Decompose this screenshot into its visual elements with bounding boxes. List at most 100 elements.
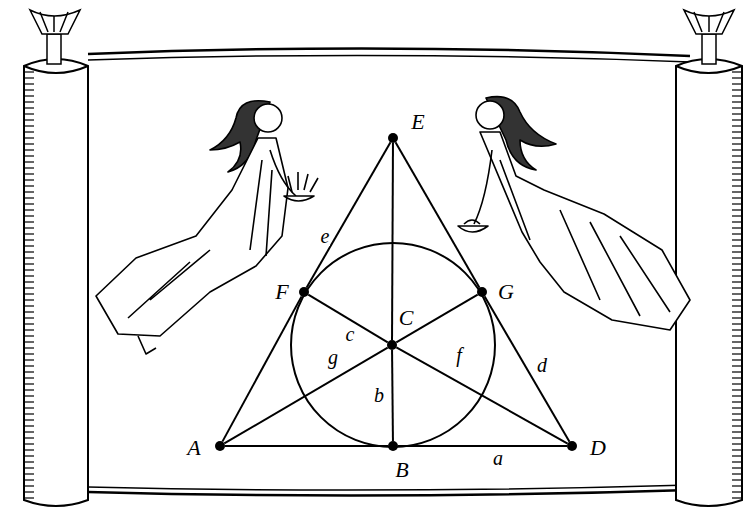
hatch-line	[24, 77, 34, 78]
hatch-line	[732, 497, 742, 498]
hatch-line	[732, 209, 742, 210]
hatch-line	[24, 263, 34, 264]
hatch-line	[732, 245, 742, 246]
point-label: B	[395, 459, 408, 481]
hatch-line	[24, 371, 34, 372]
hatch-line	[732, 131, 742, 132]
hatch-line	[24, 215, 34, 216]
hatch-line	[24, 419, 34, 420]
hatch-line	[732, 365, 742, 366]
hatch-line	[24, 407, 34, 408]
hatch-line	[732, 101, 742, 102]
hatch-line	[732, 275, 742, 276]
hatch-line	[732, 377, 742, 378]
hatch-line	[732, 389, 742, 390]
hatch-line	[24, 275, 34, 276]
hatch-line	[24, 269, 34, 270]
hatch-line	[732, 119, 742, 120]
hatch-line	[24, 197, 34, 198]
hatch-line	[732, 125, 742, 126]
hatch-line	[732, 191, 742, 192]
hatch-line	[732, 491, 742, 492]
hatch-line	[732, 425, 742, 426]
hatch-line	[24, 245, 34, 246]
hatch-line	[24, 257, 34, 258]
hatch-line	[24, 395, 34, 396]
hatch-line	[732, 227, 742, 228]
hatch-line	[732, 311, 742, 312]
hatch-line	[732, 155, 742, 156]
hatch-line	[24, 383, 34, 384]
hatch-line	[732, 329, 742, 330]
hatch-line	[732, 485, 742, 486]
hatch-line	[24, 425, 34, 426]
hatch-line	[732, 479, 742, 480]
hatch-line	[732, 107, 742, 108]
hatch-line	[24, 71, 34, 72]
point-dot	[477, 287, 487, 297]
line-label: g	[327, 347, 339, 367]
hatch-line	[24, 341, 34, 342]
hatch-line	[24, 479, 34, 480]
incidence-line	[391, 350, 394, 441]
hatch-line	[732, 137, 742, 138]
hatch-line	[24, 119, 34, 120]
hatch-line	[732, 359, 742, 360]
hatch-line	[24, 323, 34, 324]
hatch-line	[732, 305, 742, 306]
hatch-line	[24, 299, 34, 300]
hatch-line	[732, 77, 742, 78]
hatch-line	[24, 449, 34, 450]
hatch-line	[24, 251, 34, 252]
point-dot	[567, 441, 577, 451]
hatch-line	[732, 413, 742, 414]
hatch-line	[24, 113, 34, 114]
hatch-line	[24, 311, 34, 312]
hatch-line	[24, 173, 34, 174]
hatch-line	[732, 149, 742, 150]
hatch-line	[732, 215, 742, 216]
hatch-line	[24, 203, 34, 204]
hatch-line	[24, 497, 34, 498]
hatch-line	[732, 347, 742, 348]
hatch-line	[732, 317, 742, 318]
hatch-line	[24, 233, 34, 234]
hatch-line	[24, 125, 34, 126]
hatch-line	[732, 167, 742, 168]
hatch-line	[24, 209, 34, 210]
point-label: F	[275, 281, 288, 303]
hatch-line	[24, 137, 34, 138]
hatch-line	[24, 107, 34, 108]
hatch-line	[24, 437, 34, 438]
hatch-line	[732, 455, 742, 456]
line-label: d	[536, 355, 548, 375]
incidence-line	[222, 296, 301, 441]
line-label: b	[373, 385, 385, 405]
hatch-line	[732, 197, 742, 198]
hatch-line	[732, 257, 742, 258]
hatch-line	[732, 143, 742, 144]
point-label: G	[498, 281, 514, 303]
hatch-line	[24, 473, 34, 474]
hatch-line	[24, 413, 34, 414]
point-dot	[388, 441, 398, 451]
incidence-line	[224, 348, 387, 444]
hatch-line	[732, 407, 742, 408]
hatch-line	[732, 461, 742, 462]
hatch-line	[24, 155, 34, 156]
hatch-line	[732, 473, 742, 474]
hatch-line	[24, 455, 34, 456]
hatch-line	[24, 89, 34, 90]
line-label: e	[320, 226, 331, 246]
hatch-line	[24, 179, 34, 180]
line-label: a	[492, 448, 504, 468]
hatch-line	[24, 401, 34, 402]
point-dot	[299, 287, 309, 297]
hatch-line	[732, 341, 742, 342]
hatch-line	[732, 71, 742, 72]
hatch-line	[24, 443, 34, 444]
hatch-line	[24, 287, 34, 288]
hatch-line	[24, 293, 34, 294]
hatch-line	[732, 83, 742, 84]
